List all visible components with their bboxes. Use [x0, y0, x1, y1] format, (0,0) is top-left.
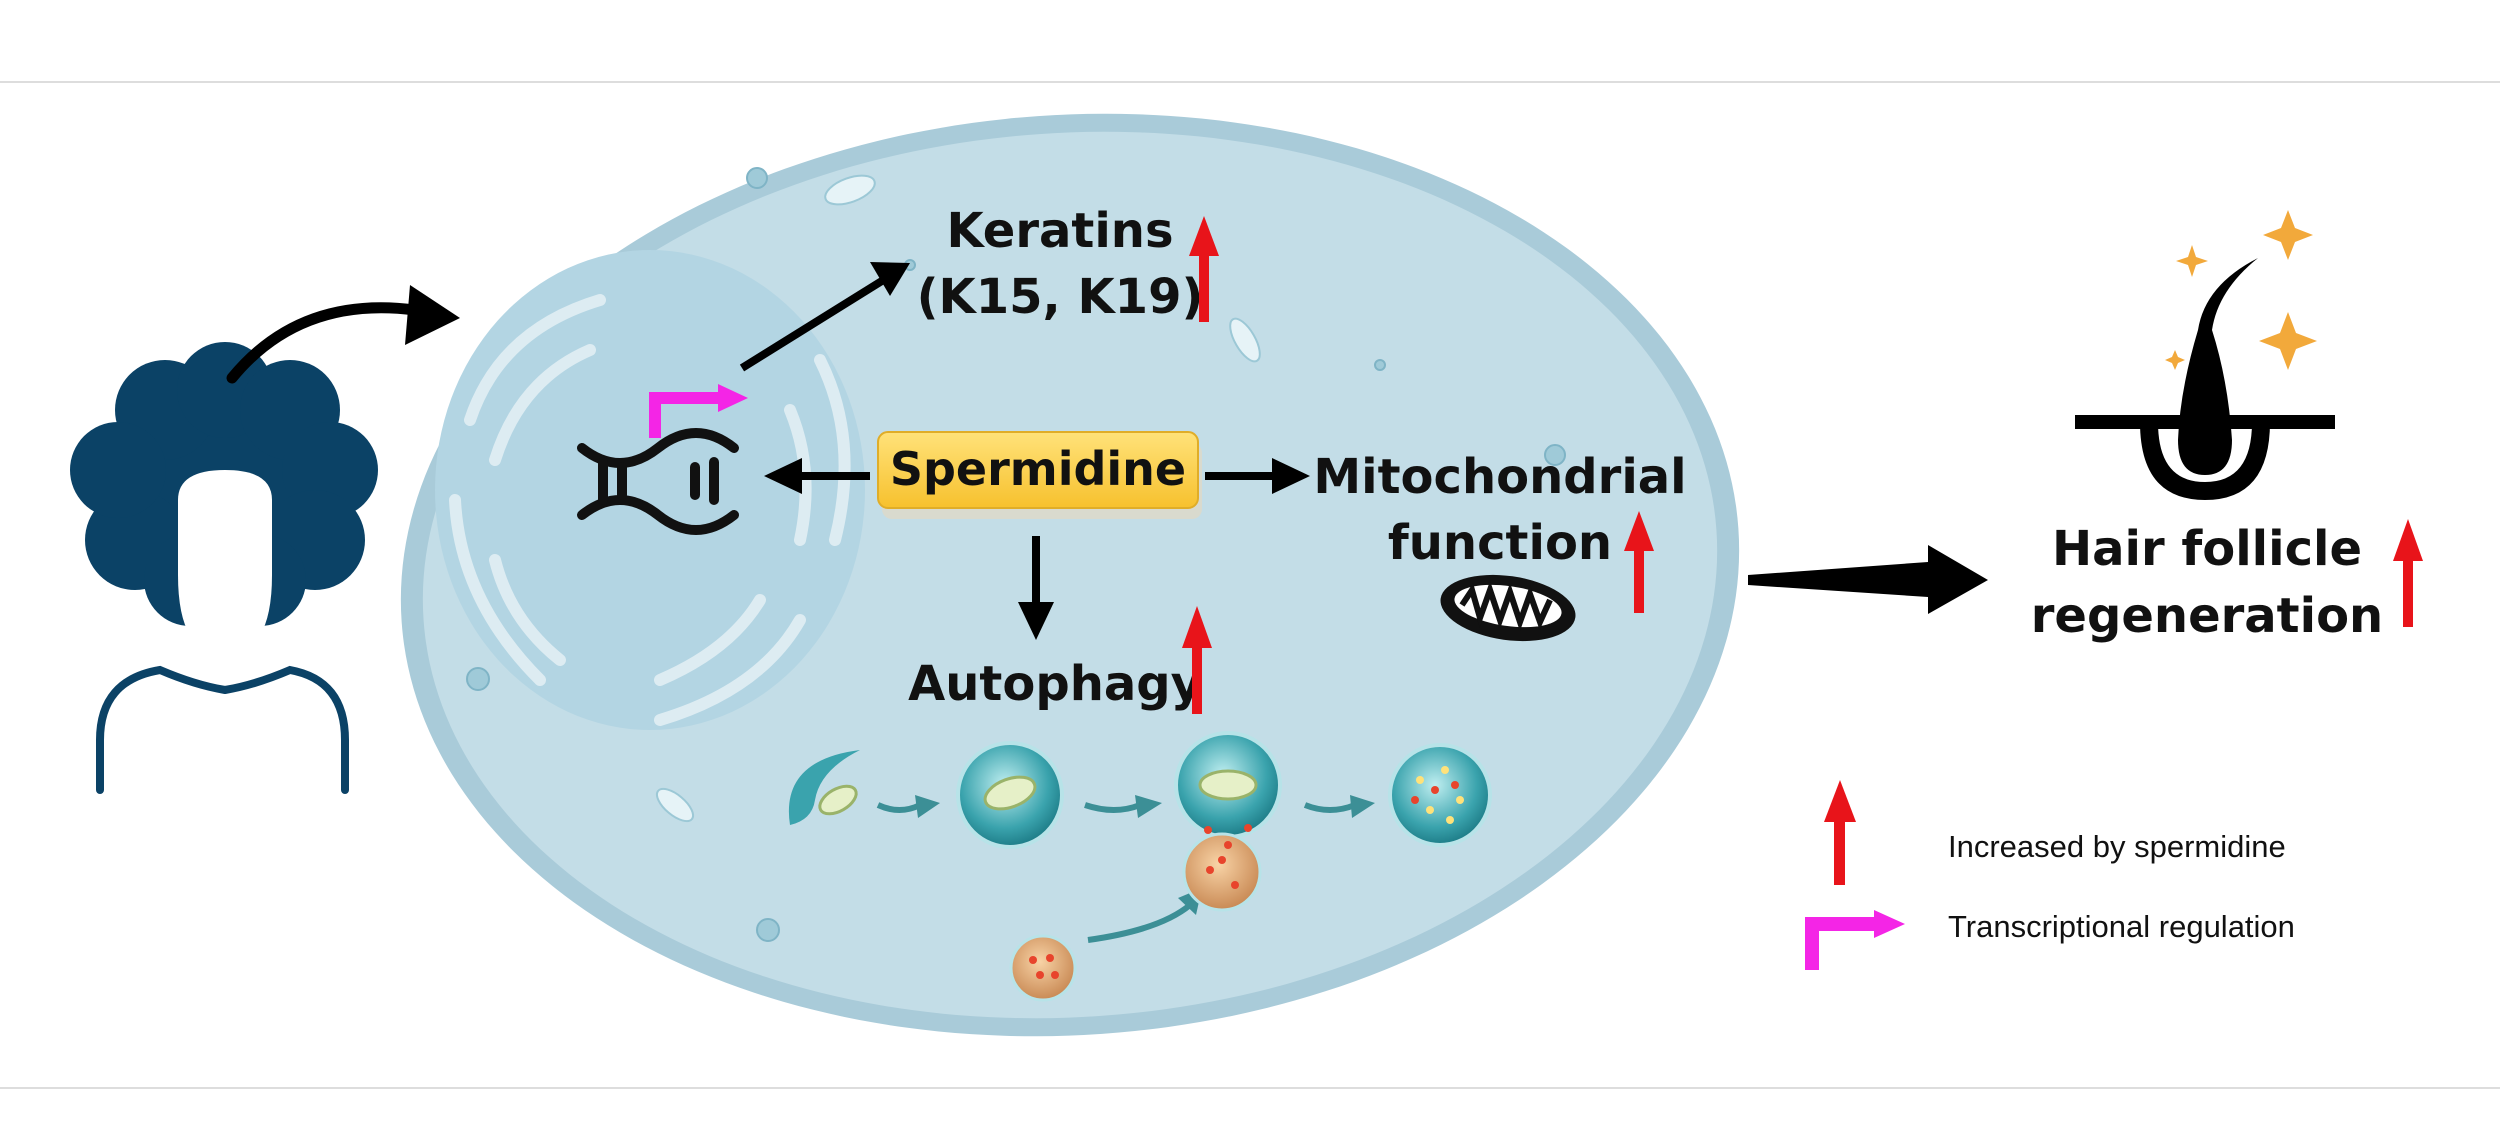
spermidine-box: Spermidine — [877, 431, 1202, 519]
vesicle-icon — [788, 750, 860, 825]
transcription-arrow — [649, 384, 748, 438]
legend-increased-label: Increased by spermidine — [1948, 829, 2286, 864]
hair-increase-arrow — [2393, 519, 2423, 627]
increase-arrows — [1182, 216, 2423, 714]
autophagy-increase-arrow — [1182, 606, 1212, 714]
function-label: function — [1388, 515, 1612, 571]
person-icon — [70, 342, 378, 794]
keratin-types-label: (K15, K19) — [917, 269, 1204, 325]
autophagy-sequence — [788, 731, 1492, 1002]
autophagy-label: Autophagy — [908, 656, 1202, 712]
mito-increase-arrow — [1624, 511, 1654, 613]
legend: Increased by spermidine Transcriptional … — [1805, 780, 2295, 970]
keratins-increase-arrow — [1189, 216, 1219, 322]
hair-follicle-icon — [2075, 210, 2335, 500]
pathway-arrows — [739, 262, 1310, 640]
mitochondrial-label: Mitochondrial — [1313, 449, 1686, 505]
legend-transcription-label: Transcriptional regulation — [1948, 909, 2295, 944]
hair-follicle-label: Hair follicle — [2052, 521, 2362, 577]
endoplasmic-reticulum — [449, 294, 851, 726]
spermidine-label: Spermidine — [890, 442, 1186, 496]
curved-arrow — [226, 285, 460, 384]
legend-transcription-icon — [1805, 910, 1905, 970]
dna-icon — [577, 428, 739, 535]
sparkle-icon — [2165, 210, 2317, 370]
mitochondrion-icon — [1440, 574, 1576, 642]
regeneration-label: regeneration — [2031, 588, 2383, 644]
outcome-arrow — [1748, 545, 1988, 614]
legend-increase-icon — [1824, 780, 1856, 885]
keratins-label: Keratins — [946, 203, 1173, 259]
